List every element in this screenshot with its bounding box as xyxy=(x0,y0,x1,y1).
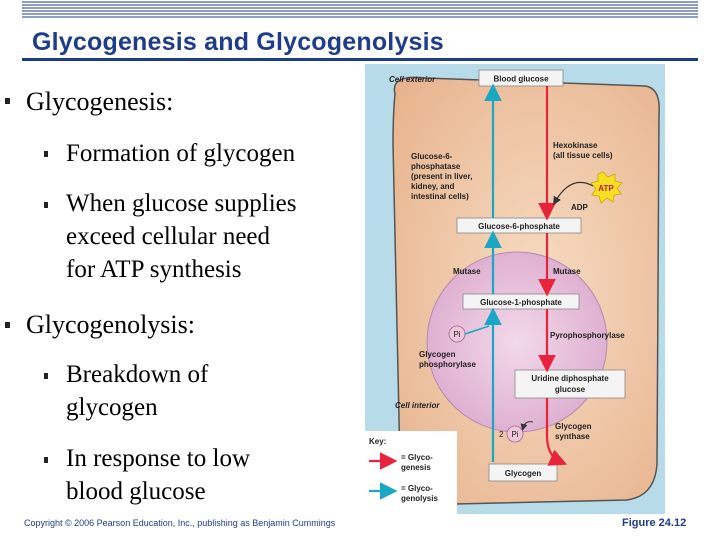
glycogen-box xyxy=(488,463,558,482)
hexokinase-label-1: Hexokinase xyxy=(553,141,598,150)
title-divider xyxy=(22,58,698,61)
bullet-glycogenolysis: Glycogenolysis: xyxy=(26,310,195,339)
sub-bullet-formation: Formation of glycogen xyxy=(66,140,296,167)
glucose-1-phosphate-box xyxy=(462,293,580,310)
sub-bullet-marker xyxy=(44,457,48,463)
g6p-label-1: Glucose-6- xyxy=(411,152,453,161)
figure-label: Figure 24.12 xyxy=(622,517,687,529)
sub-bullet-breakdown-l1: Breakdown of xyxy=(66,361,209,388)
udp-glucose-box xyxy=(514,369,626,399)
key-glycogenesis-label-1: = Glyco- xyxy=(401,453,433,462)
bullet-list: Glycogenesis: Formation of glycogen When… xyxy=(5,87,297,505)
sub-bullet-when-l1: When glucose supplies xyxy=(66,190,297,217)
key-glycogenesis-label-2: genesis xyxy=(401,463,431,472)
atp-arrow xyxy=(553,181,594,206)
mutase-right-label: Mutase xyxy=(553,267,581,276)
adp-label: ADP xyxy=(571,203,589,212)
key-glycogenolysis-label-1: = Glyco- xyxy=(401,484,433,493)
g6p-label-2: phosphatase xyxy=(411,162,461,171)
glucose-1-phosphate-label: Glucose-1-phosphate xyxy=(480,298,562,307)
bullet-glycogenesis: Glycogenesis: xyxy=(26,87,174,116)
key-box xyxy=(365,431,457,514)
key-title: Key: xyxy=(369,437,386,446)
two-label: 2 xyxy=(499,430,504,439)
pi2-arrow xyxy=(520,421,534,431)
atp-label: ATP xyxy=(598,184,614,193)
header-decoration xyxy=(22,1,698,18)
cell-exterior-label: Cell exterior xyxy=(389,75,436,84)
hexokinase-label-2: (all tissue cells) xyxy=(553,151,613,160)
key-glycogenolysis-label-2: genolysis xyxy=(401,494,438,503)
g6p-label-4: kidney, and xyxy=(411,182,455,191)
blood-glucose-label: Blood glucose xyxy=(493,75,549,84)
sub-bullet-when-l2: exceed cellular need xyxy=(66,223,271,250)
sub-bullet-response-l1: In response to low xyxy=(66,445,250,472)
pi2-circle xyxy=(506,425,524,443)
glycogen-metabolism-diagram: Cell exterior Cell interior Blood glucos… xyxy=(365,64,665,514)
sub-bullet-marker xyxy=(44,373,48,379)
blood-glucose-box xyxy=(478,69,564,87)
glycogen-label: Glycogen xyxy=(505,469,542,478)
sub-bullet-response-l2: blood glucose xyxy=(66,478,206,505)
mutase-left-label: Mutase xyxy=(453,267,481,276)
g6p-label-3: (present in liver, xyxy=(411,172,472,181)
copyright-text: Copyright © 2006 Pearson Education, Inc.… xyxy=(24,518,336,528)
pi-label: Pi xyxy=(453,330,460,339)
sub-bullet-when-l3: for ATP synthesis xyxy=(66,256,242,283)
udp-glucose-label-1: Uridine diphosphate xyxy=(531,374,609,383)
bullet-marker xyxy=(5,98,10,104)
glucose-6-phosphate-label: Glucose-6-phosphate xyxy=(478,222,560,231)
cell-interior-label: Cell interior xyxy=(395,401,440,410)
cell-nucleus xyxy=(426,251,608,433)
g6p-label-5: intestinal cells) xyxy=(411,192,469,201)
pi2-label: Pi xyxy=(511,430,518,439)
glycogen-synthase-label-2: synthase xyxy=(555,432,590,441)
glucose-6-phosphate-box xyxy=(456,217,582,234)
udp-glucose-label-2: glucose xyxy=(555,385,586,394)
glycogenesis-arrow-synthase xyxy=(545,435,568,466)
pyrophosphorylase-label: Pyrophosphorylase xyxy=(550,331,625,340)
atp-starburst xyxy=(590,171,623,204)
page-title: Glycogenesis and Glycogenolysis xyxy=(32,28,444,56)
sub-bullet-breakdown-l2: glycogen xyxy=(66,394,158,421)
glycogen-phosphorylase-label-1: Glycogen xyxy=(419,350,456,359)
pi-arrow xyxy=(464,325,490,335)
sub-bullet-marker xyxy=(44,151,48,157)
sub-bullet-marker xyxy=(44,202,48,208)
glycogen-synthase-label-1: Glycogen xyxy=(555,422,592,431)
glycogen-phosphorylase-label-2: phosphorylase xyxy=(419,360,476,369)
bullet-marker xyxy=(5,322,10,328)
